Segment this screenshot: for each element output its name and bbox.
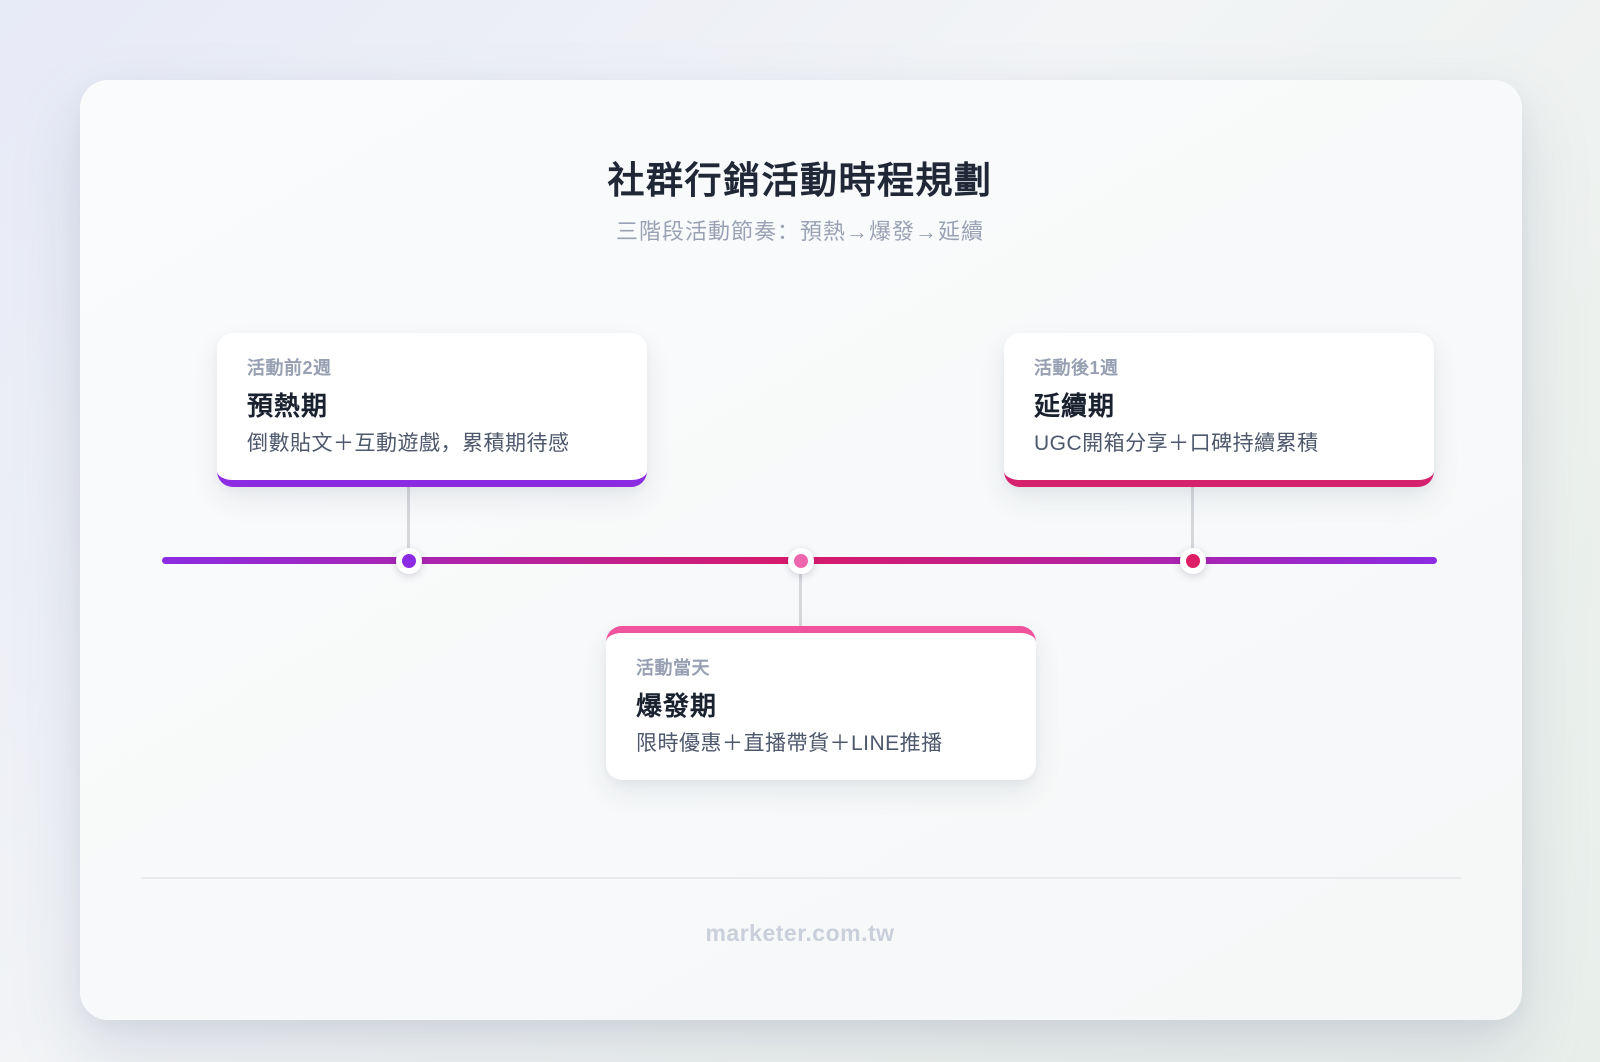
timeline-dot-phase-1 [396, 548, 422, 574]
timeline-dot-phase-2 [788, 548, 814, 574]
phase-name: 爆發期 [636, 690, 718, 721]
page-title: 社群行銷活動時程規劃 [607, 160, 993, 201]
footer-divider [141, 877, 1461, 879]
timeline-dot-phase-3 [1180, 548, 1206, 574]
connector-phase-1 [407, 487, 410, 561]
connector-phase-2 [799, 561, 802, 626]
phase-description: 倒數貼文＋互動遊戲，累積期待感 [247, 431, 570, 455]
phase-card-sustain: 活動後1週 延續期 UGC開箱分享＋口碑持續累積 [1004, 333, 1434, 487]
phase-description: UGC開箱分享＋口碑持續累積 [1034, 431, 1319, 455]
page-subtitle: 三階段活動節奏：預熱→爆發→延續 [615, 219, 984, 244]
phase-period: 活動後1週 [1034, 357, 1119, 378]
phase-period: 活動當天 [636, 657, 710, 678]
phase-card-burst: 活動當天 爆發期 限時優惠＋直播帶貨＋LINE推播 [606, 626, 1036, 780]
phase-period: 活動前2週 [247, 357, 332, 378]
phase-name: 預熱期 [247, 390, 329, 421]
connector-phase-3 [1191, 487, 1194, 561]
footer-site-label: marketer.com.tw [705, 920, 895, 946]
phase-name: 延續期 [1034, 390, 1116, 421]
phase-card-warmup: 活動前2週 預熱期 倒數貼文＋互動遊戲，累積期待感 [217, 333, 647, 487]
phase-description: 限時優惠＋直播帶貨＋LINE推播 [636, 731, 943, 755]
